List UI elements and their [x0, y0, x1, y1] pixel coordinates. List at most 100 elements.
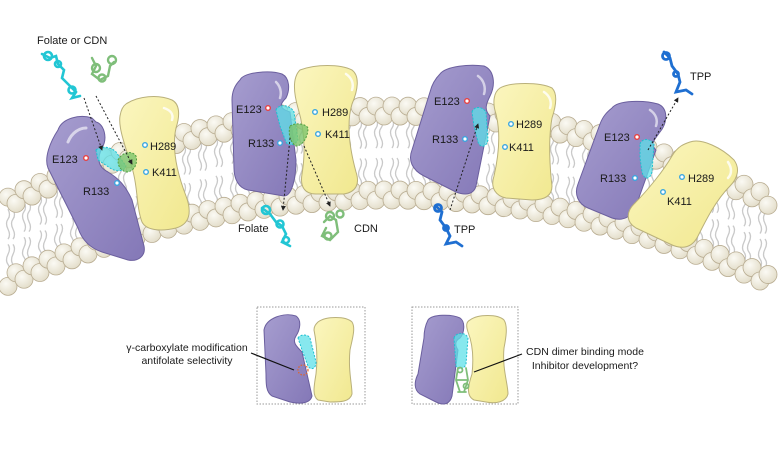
cdn-molecule	[320, 209, 345, 242]
folate-pocket	[297, 334, 317, 370]
lipid-head	[758, 195, 778, 215]
highlight	[542, 90, 552, 110]
lipid-tail	[5, 208, 11, 240]
folate-entry-arrow	[83, 97, 103, 151]
lipid-tail	[725, 225, 731, 256]
cdn-dimer-molecule	[455, 366, 470, 393]
purple-protein	[263, 314, 313, 404]
residue-k411-label: K411	[667, 196, 692, 208]
residue-k411-label: K411	[325, 129, 350, 141]
highlight	[476, 74, 486, 96]
callout-line	[473, 353, 523, 373]
residue-e123-marker	[634, 133, 641, 140]
lipid-tail	[714, 218, 720, 250]
folate-exit-arrow	[280, 137, 291, 211]
residue-h289-label: H289	[688, 173, 714, 185]
residue-h289-marker	[508, 120, 515, 127]
released-ligand-tpp-label: TPP	[690, 71, 711, 83]
lipid-tail	[757, 238, 763, 270]
cdn-pocket	[117, 152, 137, 173]
yellow-protein	[627, 140, 738, 248]
residue-h289-marker	[312, 108, 319, 115]
residue-h289-label: H289	[516, 119, 542, 131]
lipid-tail	[213, 136, 219, 168]
residue-r133-label: R133	[432, 134, 458, 146]
lipid-tail	[565, 176, 571, 208]
tpp-pocket	[639, 139, 655, 179]
gamma-carboxylate-site-marker	[297, 364, 309, 376]
yellow-protein	[466, 315, 509, 404]
incoming-ligand-tpp-label: TPP	[454, 224, 475, 236]
lipid-tail	[42, 194, 48, 225]
lipid-tail	[26, 201, 32, 233]
lipid-tail	[373, 157, 379, 189]
lipid-tail	[373, 117, 379, 149]
panel-1: E123 H289 K411 R133 Folate or CDN	[37, 35, 190, 261]
purple-protein	[46, 116, 145, 261]
cdn-dimer-pocket	[453, 333, 469, 370]
residue-k411-marker	[502, 143, 509, 150]
lipid-tail	[389, 117, 395, 149]
lipid-tail	[405, 117, 411, 149]
lipid-tail	[181, 144, 187, 175]
lipid-tail	[405, 157, 411, 189]
lipid-tail	[197, 140, 203, 171]
inset-cdn: CDN dimer binding mode Inhibitor develop…	[411, 306, 644, 405]
residue-e123-label: E123	[52, 154, 78, 166]
lipid-tail	[746, 231, 752, 263]
cdn-exit-arrow	[303, 145, 331, 207]
yellow-protein	[313, 317, 355, 403]
lipid-tail	[730, 225, 736, 256]
residue-e123-marker	[464, 97, 471, 104]
residue-h289-label: H289	[150, 141, 176, 153]
ligand-label-folate-or-cdn: Folate or CDN	[37, 35, 107, 47]
yellow-protein	[294, 65, 358, 195]
residue-e123-marker	[265, 104, 272, 111]
residue-r133-marker	[632, 174, 639, 181]
lipid-tail	[389, 157, 395, 189]
cdn-pocket	[288, 123, 309, 147]
residue-h289-marker	[679, 173, 686, 180]
lipid-tail	[762, 238, 768, 270]
highlight	[726, 160, 733, 180]
residue-h289-marker	[141, 141, 148, 148]
highlight	[648, 108, 658, 128]
inset-caption-line2: Inhibitor development?	[532, 360, 638, 372]
residue-r133-marker	[277, 139, 284, 146]
residue-k411-label: K411	[152, 167, 177, 179]
tpp-entry-arrow	[449, 123, 480, 211]
residue-k411-marker	[142, 168, 149, 175]
lipid-tail	[741, 231, 747, 263]
cdn-entry-arrow	[95, 95, 133, 165]
highlight	[162, 106, 174, 122]
highlight	[344, 72, 354, 92]
lipid-tail	[37, 194, 43, 225]
lipid-tail	[357, 158, 363, 189]
tpp-molecule	[661, 50, 694, 96]
lipid-tail	[357, 118, 363, 149]
yellow-protein	[492, 83, 557, 201]
residue-e123-label: E123	[236, 104, 262, 116]
lipid-tail	[10, 208, 16, 240]
released-ligand-cdn-label: CDN	[354, 223, 378, 235]
tpp-pocket	[471, 107, 489, 147]
yellow-protein	[119, 96, 190, 231]
panel-3: E123 H289 K411 R133 TPP	[410, 64, 557, 248]
residue-r133-label: R133	[248, 138, 274, 150]
purple-protein	[231, 71, 297, 197]
inset-caption-line1: CDN dimer binding mode	[526, 346, 644, 358]
released-ligand-folate-label: Folate	[238, 223, 269, 235]
lipid-tail	[485, 163, 491, 194]
lipid-tail	[186, 144, 192, 175]
residue-h289-label: H289	[322, 107, 348, 119]
residue-e123-label: E123	[604, 132, 630, 144]
residue-r133-label: R133	[600, 173, 626, 185]
inset-antifolate: γ-carboxylate modification antifolate se…	[126, 306, 366, 405]
folate-molecule	[260, 204, 292, 248]
purple-protein	[414, 314, 465, 405]
lipid-tail	[21, 201, 27, 233]
residue-e123-label: E123	[434, 96, 460, 108]
residue-r133-marker	[113, 179, 120, 186]
